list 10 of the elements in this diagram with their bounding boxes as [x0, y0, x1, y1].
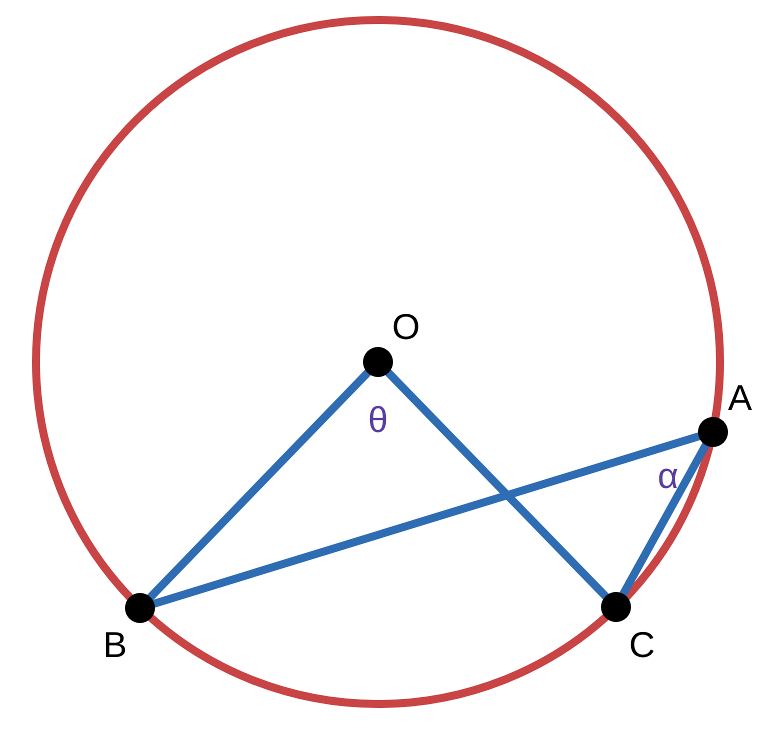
- point-label: A: [728, 380, 752, 416]
- line-segment: [619, 442, 710, 597]
- point-label: B: [103, 627, 127, 663]
- line-segment: [152, 432, 701, 608]
- line-segment: [146, 369, 372, 601]
- line-segment: [384, 369, 610, 600]
- point-label: O: [392, 309, 420, 345]
- point-label: C: [629, 627, 655, 663]
- angle-label: θ: [368, 402, 388, 438]
- angle-label: α: [658, 458, 678, 494]
